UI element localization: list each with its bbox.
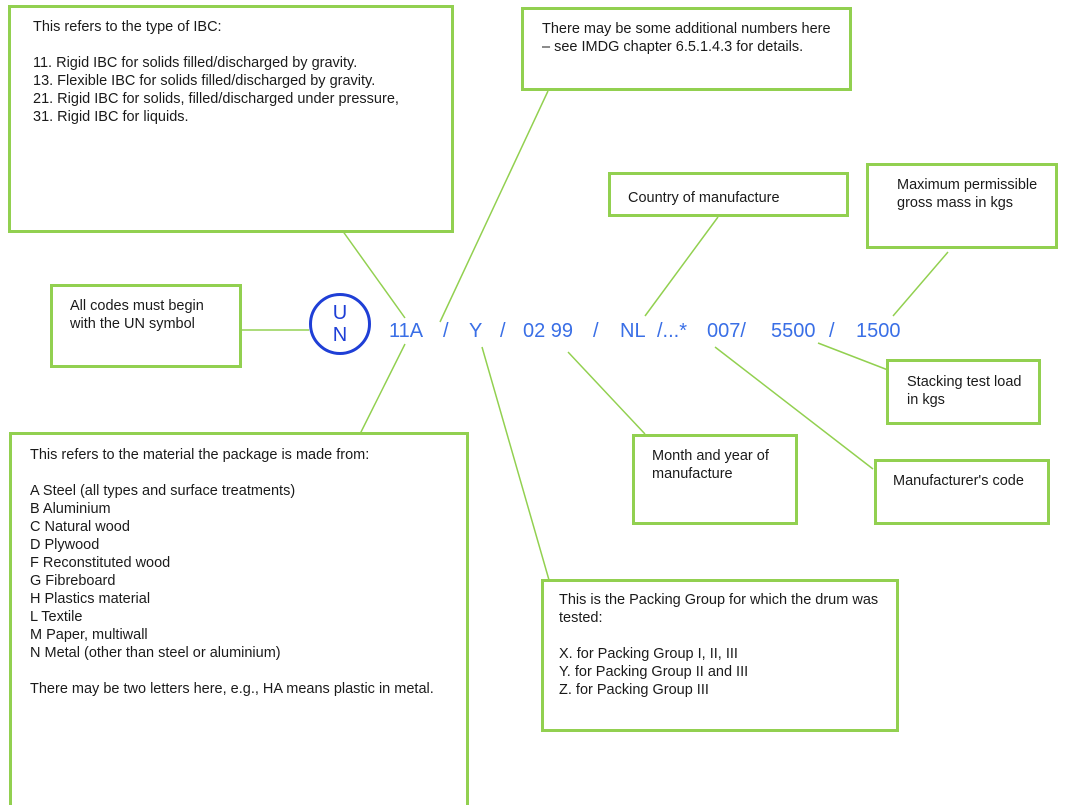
marking-stacking-load: 5500: [771, 320, 816, 342]
connector-country: [644, 216, 719, 317]
manufacturer-code-text: Manufacturer's code: [893, 473, 1024, 489]
marking-separator: /: [443, 320, 449, 342]
month-year-text: Month and year of manufacture: [652, 448, 773, 482]
connector-material: [359, 343, 406, 435]
material-intro: This refers to the material the package …: [30, 447, 370, 463]
packing-group-item: Z. for Packing Group III: [559, 682, 709, 698]
material-note: There may be two letters here, e.g., HA …: [30, 681, 434, 697]
packing-group-item: Y. for Packing Group II and III: [559, 664, 749, 680]
connector-ibc-type: [336, 222, 406, 319]
un-symbol-bottom: N: [332, 324, 348, 346]
manufacturer-code-box: Manufacturer's code: [874, 459, 1050, 525]
un-symbol-top: U: [332, 302, 348, 324]
material-item: C Natural wood: [30, 519, 130, 535]
connector-packing: [481, 346, 550, 581]
un-symbol-icon: U N: [309, 293, 371, 355]
material-item: B Aluminium: [30, 501, 111, 517]
month-year-box: Month and year of manufacture: [632, 434, 798, 525]
connector-month-year: [567, 351, 646, 435]
country-box: Country of manufacture: [608, 172, 849, 217]
marking-packing-group: Y: [469, 320, 483, 342]
material-item: G Fibreboard: [30, 573, 116, 589]
connector-additional: [439, 90, 549, 323]
packing-group-intro: This is the Packing Group for which the …: [559, 592, 883, 626]
connector-max-mass: [892, 251, 949, 317]
un-symbol-box: All codes must begin with the UN symbol: [50, 284, 242, 368]
marking-separator: /: [500, 320, 506, 342]
marking-manufacturer: 007/: [707, 320, 746, 342]
material-item: A Steel (all types and surface treatment…: [30, 483, 296, 499]
marking-date: 02 99: [523, 320, 574, 342]
packing-group-item: X. for Packing Group I, II, III: [559, 646, 738, 662]
max-mass-box: Maximum permissible gross mass in kgs: [866, 163, 1058, 249]
material-item: M Paper, multiwall: [30, 627, 148, 643]
country-text: Country of manufacture: [628, 190, 780, 206]
marking-max-mass: 1500: [856, 320, 901, 342]
ibc-type-item: 31. Rigid IBC for liquids.: [33, 109, 189, 125]
marking-type: 11A: [389, 320, 424, 342]
max-mass-text: Maximum permissible gross mass in kgs: [897, 177, 1042, 211]
material-item: F Reconstituted wood: [30, 555, 171, 571]
ibc-type-item: 21. Rigid IBC for solids, filled/dischar…: [33, 91, 399, 107]
material-item: H Plastics material: [30, 591, 151, 607]
un-symbol-text: All codes must begin with the UN symbol: [70, 298, 208, 332]
packing-group-box: This is the Packing Group for which the …: [541, 579, 899, 732]
ibc-type-intro: This refers to the type of IBC:: [33, 19, 222, 35]
ibc-type-item: 13. Flexible IBC for solids filled/disch…: [33, 73, 376, 89]
marking-code: 11A / Y / 02 99 / NL /...* 007/ 5500 / 1…: [389, 319, 901, 631]
material-box: This refers to the material the package …: [9, 432, 469, 805]
ibc-type-item: 11. Rigid IBC for solids filled/discharg…: [33, 55, 358, 71]
marking-separator: /: [829, 320, 835, 342]
ibc-type-box: This refers to the type of IBC: 11. Rigi…: [8, 5, 454, 233]
connector-mfr-code: [714, 346, 874, 470]
marking-country: NL: [620, 320, 646, 342]
material-item: N Metal (other than steel or aluminium): [30, 645, 281, 661]
marking-separator: /...*: [657, 320, 688, 342]
connector-stacking: [817, 342, 889, 371]
additional-numbers-text: There may be some additional numbers her…: [542, 21, 835, 55]
stacking-load-text: Stacking test load in kgs: [907, 374, 1026, 408]
additional-numbers-box: There may be some additional numbers her…: [521, 7, 852, 91]
material-item: L Textile: [30, 609, 83, 625]
marking-separator: /: [593, 320, 599, 342]
stacking-load-box: Stacking test load in kgs: [886, 359, 1041, 425]
material-item: D Plywood: [30, 537, 100, 553]
